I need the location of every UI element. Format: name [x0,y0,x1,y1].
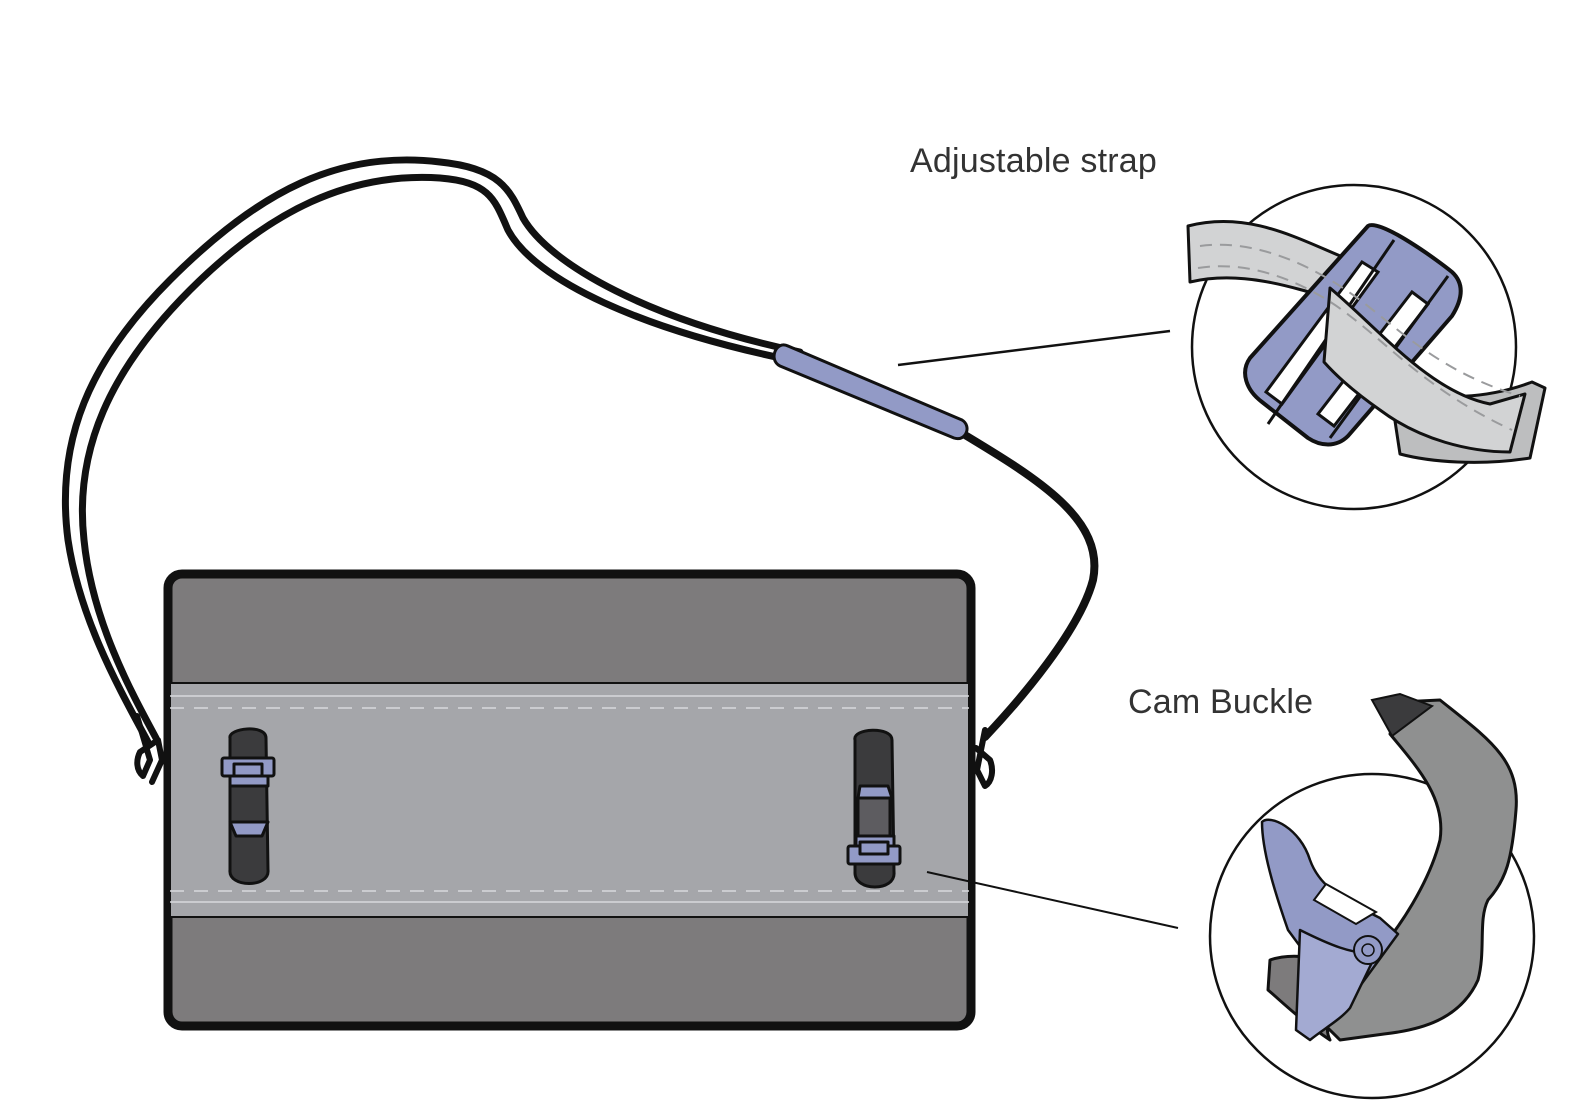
cam-buckle-label: Cam Buckle [1128,683,1314,721]
left-latch [220,727,276,885]
shoulder-strap [61,156,1099,789]
strap-detail-inset [1186,183,1547,511]
adjustable-strap-label: Adjustable strap [910,142,1158,180]
case-body [163,569,976,1031]
leader-line-strap [897,329,1171,367]
cam-buckle-detail-inset [1208,692,1536,1100]
strap-adjuster [772,343,969,441]
leader-line-cam [926,871,1179,929]
right-latch [846,728,902,889]
